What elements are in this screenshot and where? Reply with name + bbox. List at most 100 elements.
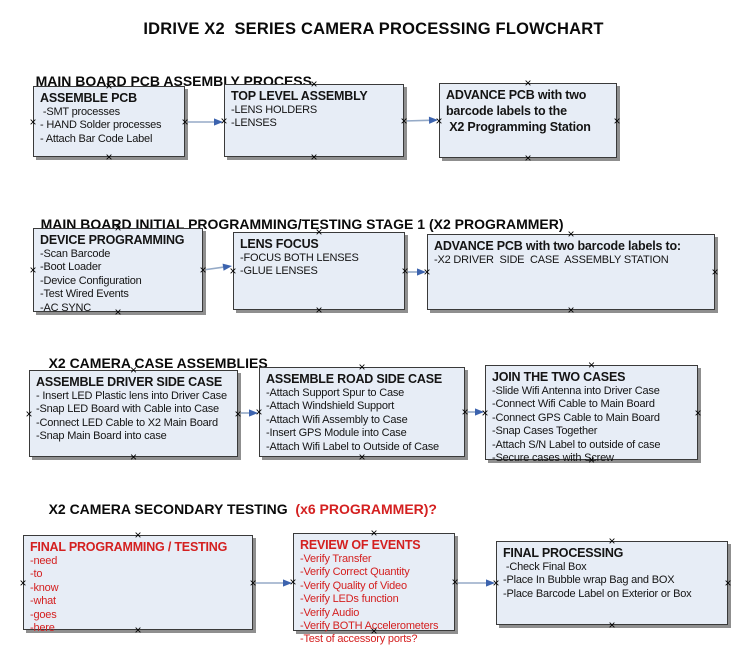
box-body-line: -to [30, 568, 43, 581]
box-body: -Check Final Box-Place In Bubble wrap Ba… [503, 561, 722, 601]
box-title: FINAL PROCESSING [503, 545, 722, 561]
connector-anchor-icon: × [199, 262, 207, 277]
connector-anchor-icon: × [613, 113, 621, 128]
connector-anchor-icon: × [724, 575, 732, 590]
connector-anchor-icon: × [289, 574, 297, 589]
box-body: -Slide Wifi Antenna into Driver Case -Con… [492, 385, 692, 465]
section-header-4: X2 CAMERA SECONDARY TESTING (x6 PROGRAMM… [33, 485, 437, 533]
connector-anchor-icon: × [310, 149, 318, 164]
flow-box-top-level-assembly: TOP LEVEL ASSEMBLY -LENS HOLDERS-LENSES … [220, 78, 407, 163]
box-body-line: -Scan Barcode [40, 248, 111, 260]
box-title: ASSEMBLE ROAD SIDE CASE [266, 371, 459, 387]
section-header-label: X2 CAMERA SECONDARY TESTING [48, 501, 296, 517]
connector-anchor-icon: × [315, 302, 323, 317]
box-title-line: LENS FOCUS [240, 237, 319, 251]
box-body: -X2 DRIVER SIDE CASE ASSEMBLY STATION [434, 254, 709, 267]
box-title: JOIN THE TWO CASES [492, 369, 692, 385]
box-body-line: -what [30, 595, 56, 608]
connector-anchor-icon: × [229, 263, 237, 278]
connector-arrowhead-icon-8 [486, 579, 495, 587]
box-title-line: DEVICE PROGRAMMING [40, 233, 185, 247]
flow-box-assemble-pcb: ASSEMBLE PCB -SMT processes- HAND Solder… [29, 80, 189, 163]
box-body-line: -Boot Loader [40, 261, 102, 274]
connector-anchor-icon: × [249, 575, 257, 590]
box-body-line: -AC SYNC [40, 301, 91, 314]
box-body-line: -Attach Windshield Support [266, 400, 395, 413]
box-body-line: -X2 DRIVER SIDE CASE ASSEMBLY STATION [434, 254, 669, 266]
box-title-line: ASSEMBLE ROAD SIDE CASE [266, 372, 442, 386]
box-body: -LENS HOLDERS-LENSES [231, 104, 398, 131]
box-body-line: -Slide Wifi Antenna into Driver Case [492, 385, 660, 397]
page-title: IDRIVE X2 SERIES CAMERA PROCESSING FLOWC… [143, 20, 604, 38]
flow-box-join-the-two-cases: JOIN THE TWO CASES -Slide Wifi Antenna i… [481, 359, 702, 466]
box-body: - Insert LED Plastic lens into Driver Ca… [36, 390, 232, 444]
box-body-line: -SMT processes [40, 106, 120, 118]
connector-anchor-icon: × [524, 150, 532, 165]
connector-anchor-icon: × [492, 575, 500, 590]
flow-box-assemble-road-side-case: ASSEMBLE ROAD SIDE CASE -Attach Support … [255, 361, 468, 463]
box-body-line: -know [30, 581, 59, 594]
box-title: LENS FOCUS [240, 236, 399, 252]
box-title: ASSEMBLE DRIVER SIDE CASE [36, 374, 232, 390]
connector-anchor-icon: × [29, 114, 37, 129]
box-body: -SMT processes- HAND Solder processes- A… [40, 106, 179, 146]
box-body-line: -Verify BOTH Accelerometers [300, 620, 439, 633]
box-body-line: -GLUE LENSES [240, 265, 318, 278]
connector-arrowhead-icon-7 [283, 579, 292, 587]
flow-box-final-programming-testing: FINAL PROGRAMMING / TESTING -need-to-kno… [19, 529, 257, 636]
flow-box-lens-focus: LENS FOCUS -FOCUS BOTH LENSES-GLUE LENSE… [229, 226, 409, 316]
connector-anchor-icon: × [451, 574, 459, 589]
box-title-line: ADVANCE PCB with two [446, 88, 587, 102]
box-title: REVIEW OF EVENTS [300, 537, 449, 553]
connector-anchor-icon: × [608, 617, 616, 632]
box-body: -FOCUS BOTH LENSES-GLUE LENSES [240, 252, 399, 279]
connector-anchor-icon: × [220, 113, 228, 128]
connector-anchor-icon: × [711, 264, 719, 279]
connector-anchor-icon: × [255, 404, 263, 419]
box-body-line: -Snap Cases Together [492, 425, 598, 438]
box-title: DEVICE PROGRAMMING [40, 232, 197, 248]
connector-arrowhead-icon-2 [428, 116, 438, 124]
box-title-line: ASSEMBLE PCB [40, 91, 137, 105]
connector-anchor-icon: × [423, 264, 431, 279]
connector-anchor-icon: × [181, 114, 189, 129]
box-body: -Scan Barcode-Boot Loader-Device Configu… [40, 248, 197, 315]
box-body-line: -Snap LED Board with Cable into Case [36, 403, 219, 416]
box-body-line: -Device Configuration [40, 274, 142, 287]
box-body-line: -Attach Wifi Label to Outside of Case [266, 440, 439, 453]
connector-anchor-icon: × [105, 149, 113, 164]
box-body-line: -Check Final Box [503, 561, 587, 573]
box-body-line: -Verify Audio [300, 606, 360, 619]
connector-anchor-icon: × [567, 302, 575, 317]
connector-anchor-icon: × [401, 263, 409, 278]
box-body-line: - Attach Bar Code Label [40, 132, 153, 145]
box-body-line: -Connect GPS Cable to Main Board [492, 411, 660, 424]
box-body-line: -goes [30, 608, 57, 621]
box-title: ADVANCE PCB with two barcode labels to: [434, 238, 709, 254]
connector-anchor-icon: × [694, 405, 702, 420]
box-body-line: -Verify Correct Quantity [300, 566, 410, 579]
section-header-3: X2 CAMERA CASE ASSEMBLIES [33, 339, 268, 387]
box-title-line: JOIN THE TWO CASES [492, 370, 626, 384]
box-title-line: X2 Programming Station [446, 120, 591, 134]
box-body-line: -Verify Quality of Video [300, 579, 407, 592]
box-body-line: -Insert GPS Module into Case [266, 427, 407, 440]
box-body-line: - HAND Solder processes [40, 119, 162, 132]
box-title-line: TOP LEVEL ASSEMBLY [231, 89, 368, 103]
box-body-line: -LENS HOLDERS [231, 104, 318, 116]
connector-arrowhead-icon-3 [222, 263, 232, 271]
box-body-line: -Secure cases with Screw [492, 452, 614, 465]
box-body-line: -Snap Main Board into case [36, 430, 167, 443]
box-body-line: -Test of accessory ports? [300, 633, 418, 646]
box-body-line: -Verify LEDs function [300, 593, 399, 606]
section-header-label-red: (x6 PROGRAMMER)? [295, 501, 437, 517]
connector-anchor-icon: × [29, 262, 37, 277]
connector-anchor-icon: × [25, 406, 33, 421]
box-body-line: -LENSES [231, 117, 277, 130]
box-title: FINAL PROGRAMMING / TESTING [30, 539, 247, 555]
box-body: -Attach Support Spur to Case-Attach Wind… [266, 387, 459, 454]
flow-box-review-of-events: REVIEW OF EVENTS -Verify Transfer-Verify… [289, 527, 459, 646]
flow-box-advance-pcb-to-driver-station: ADVANCE PCB with two barcode labels to: … [423, 228, 719, 316]
